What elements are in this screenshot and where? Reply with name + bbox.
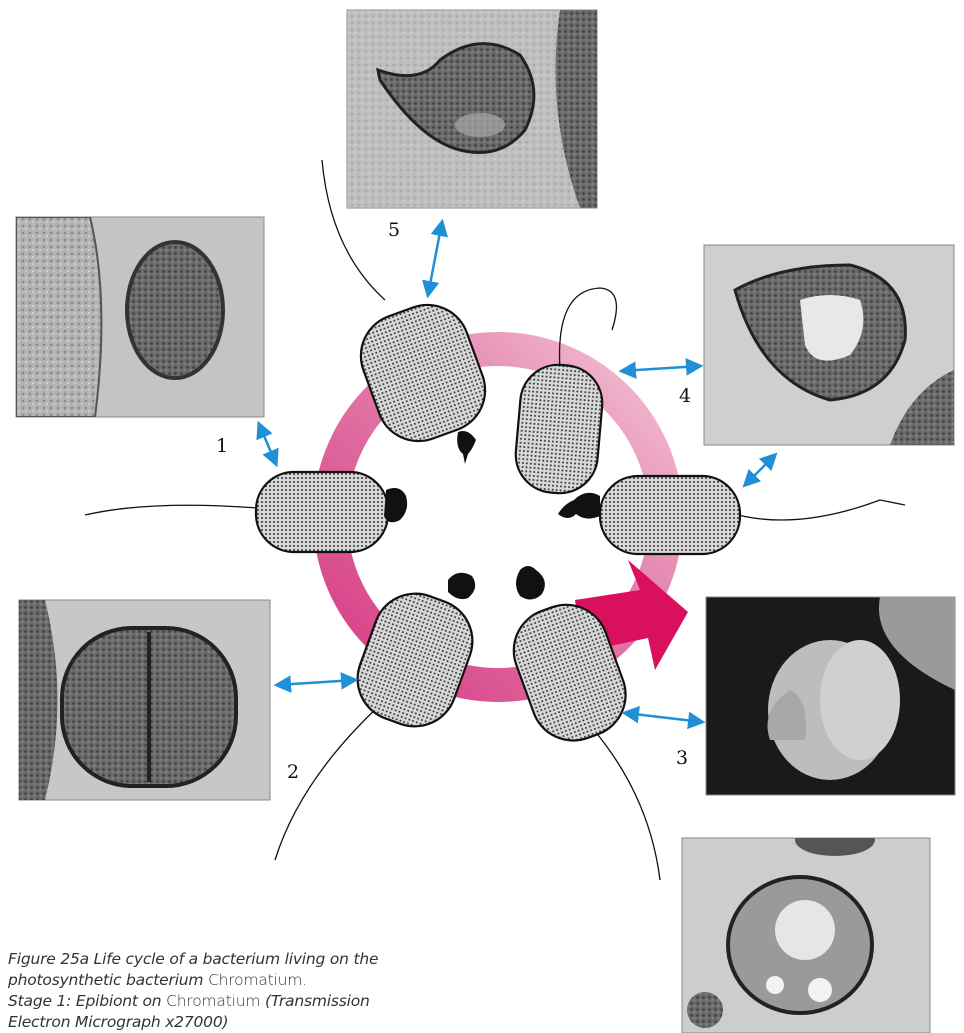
caption-stage-text: Stage 1: Epibiont on <box>8 992 166 1010</box>
micrograph-stage-4 <box>704 245 954 445</box>
stage-label-4: 4 <box>679 385 691 407</box>
caption-line-2-text: photosynthetic bacterium <box>8 971 208 989</box>
stage-label-1: 1 <box>216 435 228 457</box>
stage-label-5: 5 <box>388 219 400 241</box>
cell-stage-1 <box>85 472 407 552</box>
caption-line-4: Electron Micrograph x27000) <box>8 1012 528 1033</box>
caption-line-3: Stage 1: Epibiont on Chromatium (Transmi… <box>8 991 528 1012</box>
caption-organism-name: Chromatium <box>208 971 302 989</box>
link-arrow-4-upper <box>622 366 700 371</box>
caption-period: . <box>302 971 307 989</box>
stage-label-2: 2 <box>287 761 299 783</box>
cell-stage-4-lower <box>558 476 905 554</box>
link-arrow-5 <box>428 222 442 295</box>
micrograph-bottom <box>682 824 930 1033</box>
micrograph-stage-5 <box>347 10 600 208</box>
caption-method-text: (Transmission <box>260 992 369 1010</box>
link-arrow-3 <box>625 713 702 722</box>
cell-stage-2 <box>275 573 484 860</box>
caption-line-2: photosynthetic bacterium Chromatium. <box>8 970 528 991</box>
stage-label-3: 3 <box>676 747 688 769</box>
caption-line-1: Figure 25a Life cycle of a bacterium liv… <box>8 949 528 970</box>
figure-caption: Figure 25a Life cycle of a bacterium liv… <box>8 949 528 1033</box>
micrograph-stage-3 <box>706 597 955 795</box>
link-arrow-2 <box>277 680 355 685</box>
caption-organism-name-2: Chromatium <box>166 992 260 1010</box>
cell-stage-4-upper <box>513 288 617 496</box>
micrograph-stage-1 <box>16 217 264 417</box>
link-arrow-1 <box>259 424 276 464</box>
micrograph-stage-2 <box>19 600 270 800</box>
link-arrow-4-lower <box>745 455 775 485</box>
